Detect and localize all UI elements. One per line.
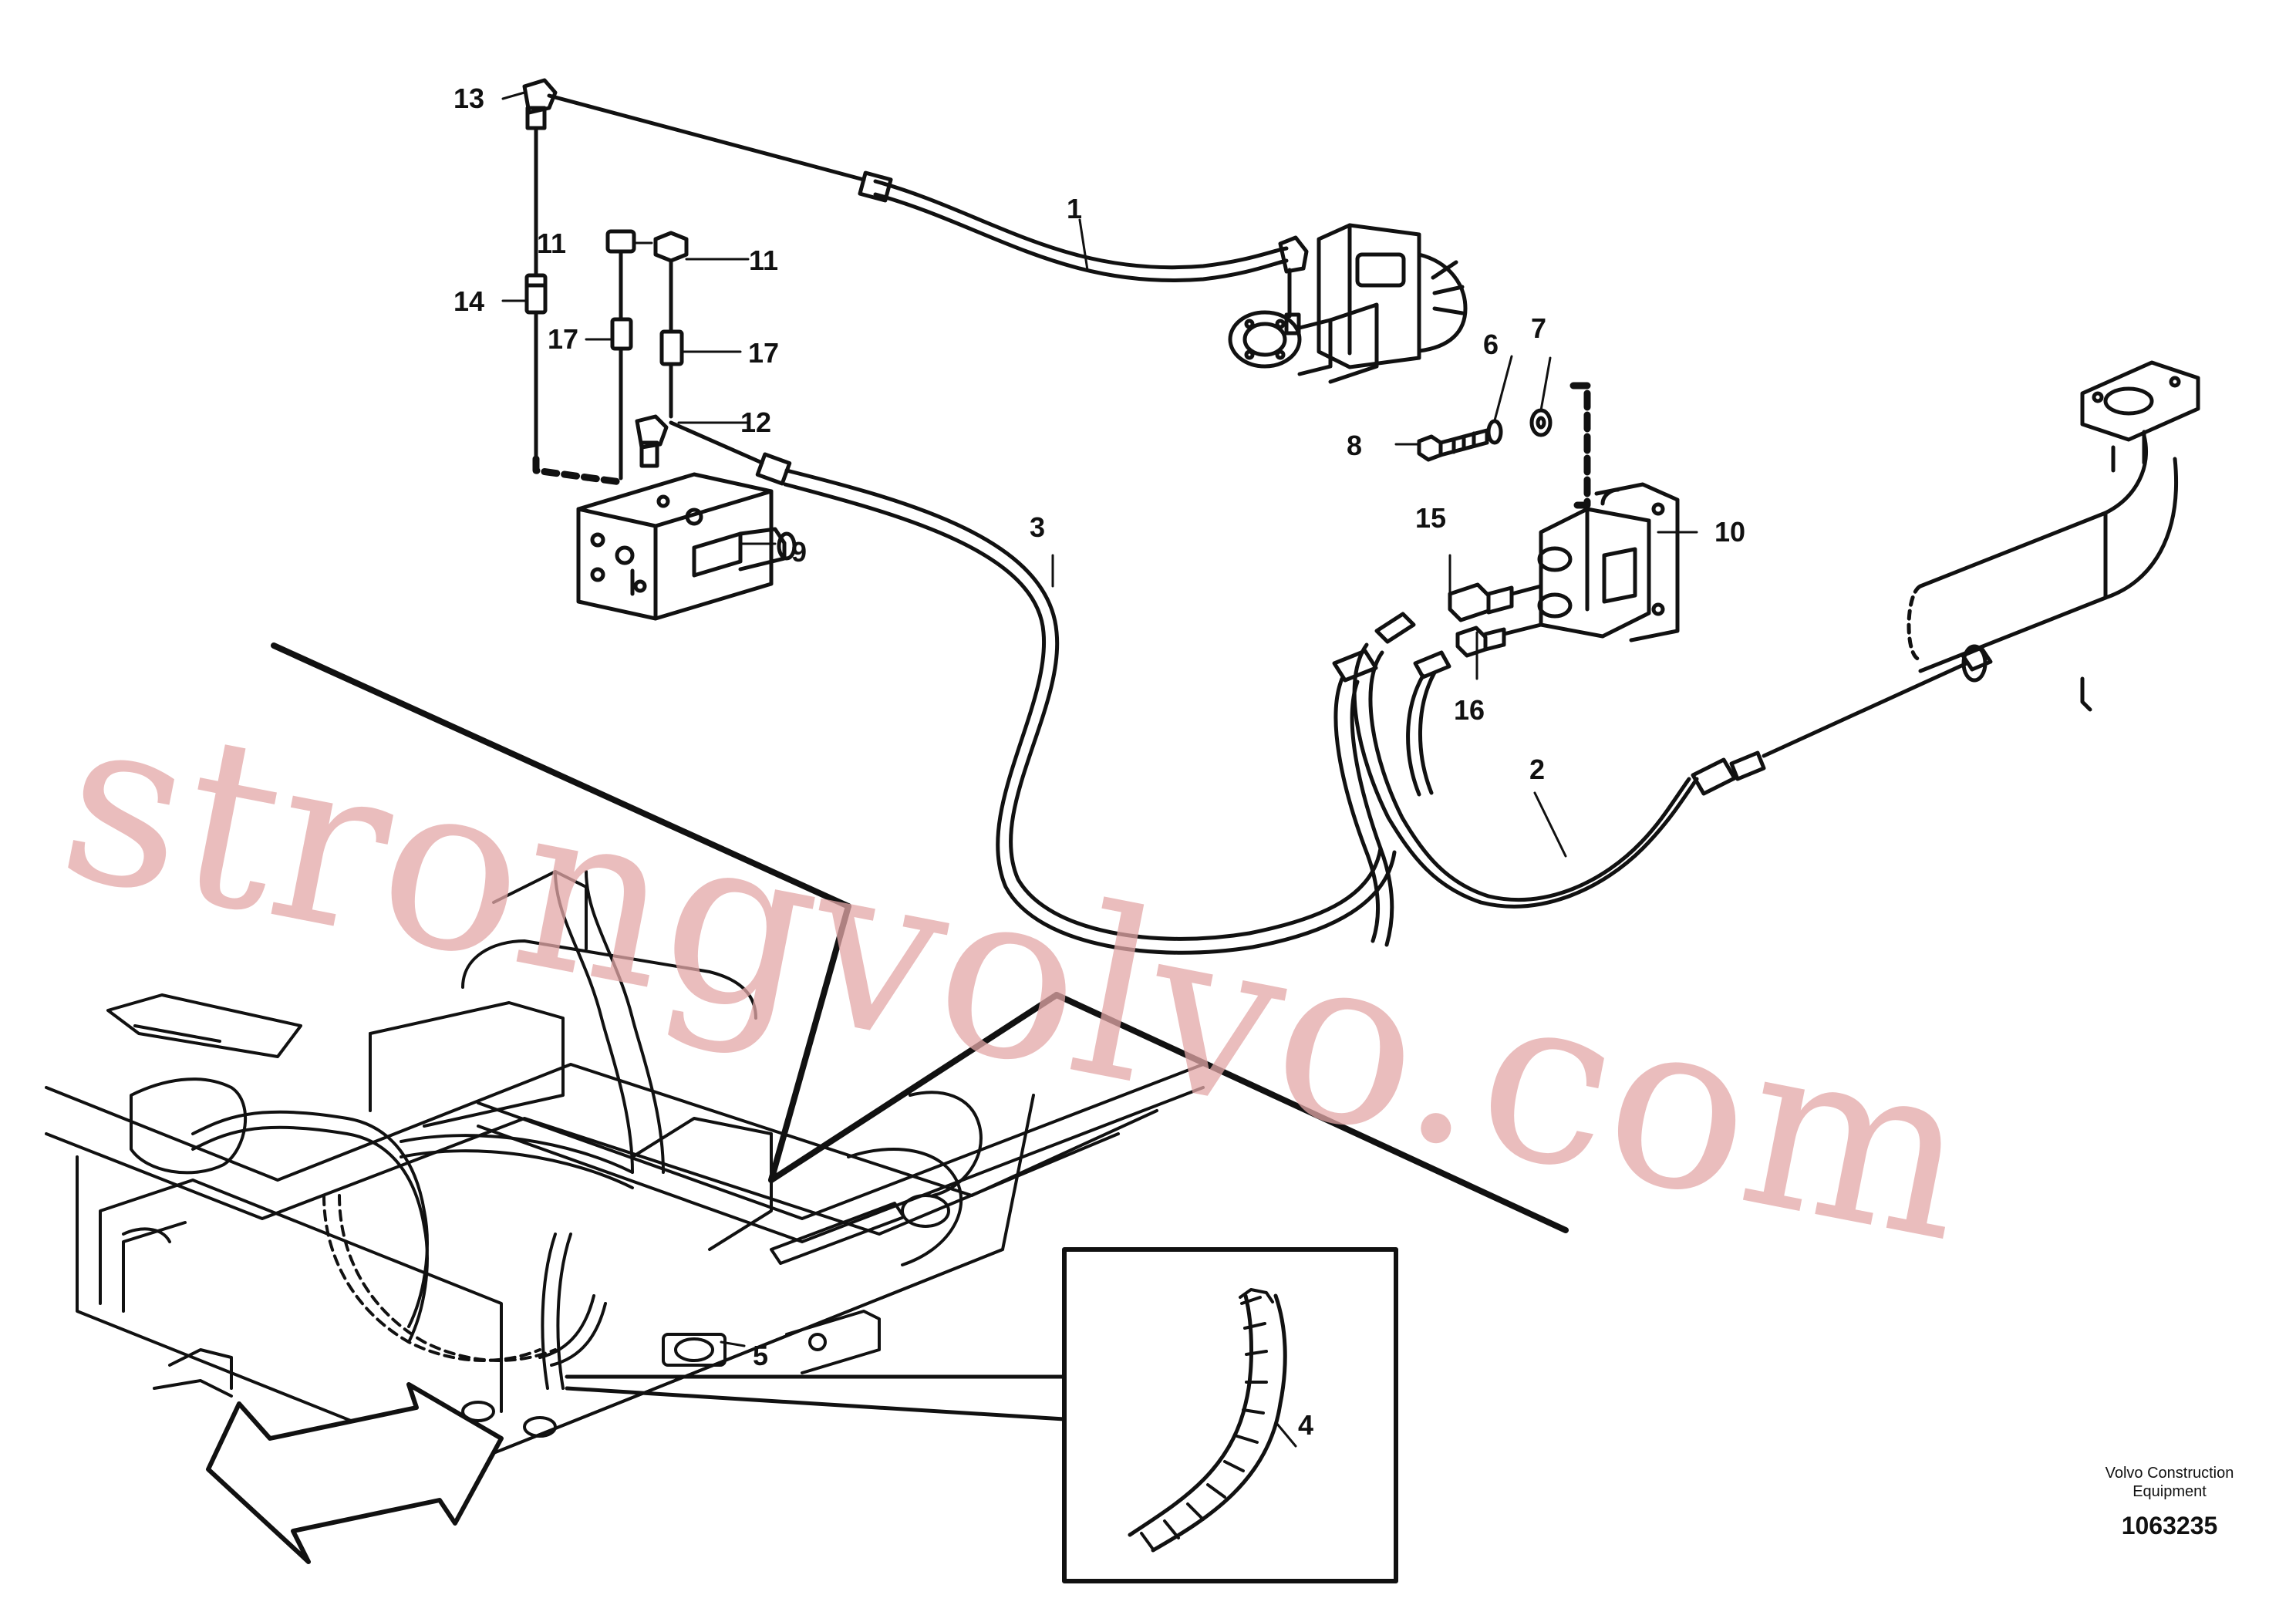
valve-block-9	[576, 472, 797, 621]
leader-lines	[501, 91, 1698, 1448]
hose-2	[1332, 612, 1993, 947]
callout-8: 8	[1347, 430, 1362, 461]
callout-1: 1	[1067, 193, 1082, 224]
fitting-15	[1448, 582, 1543, 622]
callout-17-left: 17	[548, 323, 578, 355]
hose-1	[547, 93, 1309, 319]
dashed-leader-13	[532, 455, 625, 486]
callout-11-right: 11	[749, 244, 778, 276]
callout-10: 10	[1714, 516, 1745, 548]
right-pipe	[1907, 360, 2200, 712]
callout-13: 13	[453, 83, 484, 114]
callout-7: 7	[1531, 312, 1546, 344]
callout-6: 6	[1483, 329, 1499, 360]
direction-arrow-icon	[206, 1382, 504, 1564]
fitting-13	[522, 78, 558, 461]
caption-company: Volvo Construction Equipment	[2105, 1465, 2234, 1500]
callout-17-right: 17	[748, 337, 779, 369]
callout-15: 15	[1415, 502, 1446, 534]
callout-11-left: 11	[537, 228, 566, 259]
callout-14: 14	[453, 285, 484, 317]
upper-valve-block	[1228, 223, 1468, 384]
hose-3	[669, 420, 1397, 955]
callout-3: 3	[1030, 511, 1045, 543]
fitting-12	[635, 414, 669, 468]
callout-16: 16	[1454, 694, 1485, 726]
pointer-lines	[271, 642, 1569, 1233]
callout-9: 9	[791, 536, 807, 568]
dashed-leader-10	[1569, 382, 1591, 509]
detail-box-4	[565, 1247, 1398, 1583]
callout-5: 5	[753, 1340, 768, 1371]
callout-2: 2	[1529, 754, 1545, 785]
callout-12: 12	[740, 406, 771, 438]
callout-4: 4	[1298, 1409, 1313, 1441]
machine-frame-sketch	[45, 870, 1205, 1467]
caps-11-fittings-17	[605, 229, 689, 481]
fitting-16	[1455, 622, 1543, 658]
bolt-8-washers	[1417, 408, 1553, 462]
component-10	[1537, 482, 1680, 642]
caption-drawing-number: 1063235	[2121, 1512, 2218, 1539]
